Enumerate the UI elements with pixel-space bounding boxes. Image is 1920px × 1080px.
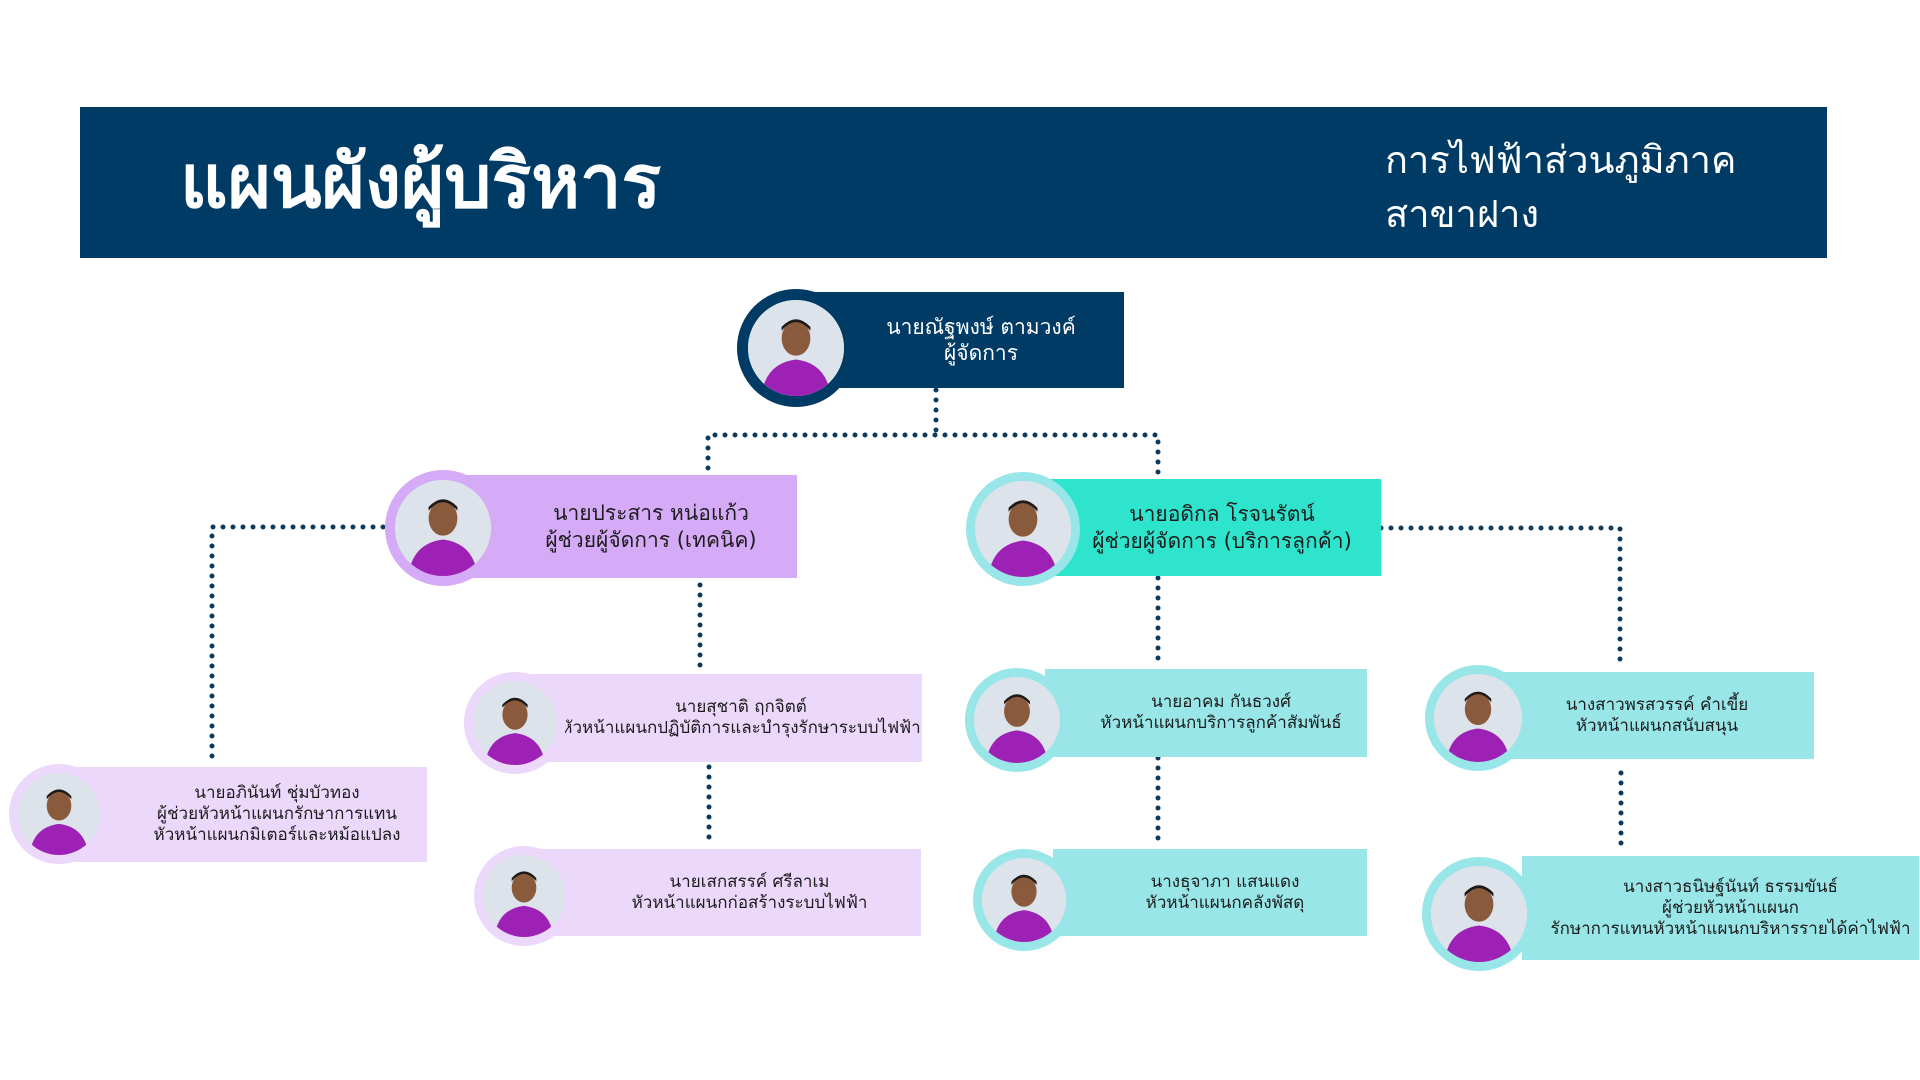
revenue-box: นางสาวธนิษฐ์นันท์ ธรรมขันธ์ ผู้ช่วยหัวหน… (1522, 856, 1919, 960)
assistant-technical-photo (385, 470, 501, 586)
person-silhouette-icon (974, 677, 1060, 763)
person-silhouette-icon (975, 481, 1071, 577)
meter-role-line-2: หัวหน้าแผนกมิเตอร์และหม้อแปลง (153, 825, 401, 845)
customer-relations-role: หัวหน้าแผนกบริการลูกค้าสัมพันธ์ (1100, 713, 1342, 733)
revenue-role-line-2: รักษาการแทนหัวหน้าแผนกบริหารรายได้ค่าไฟฟ… (1550, 918, 1911, 939)
support-photo (1425, 665, 1531, 771)
manager-photo (737, 289, 855, 407)
assistant-technical-box: นายประสาร หน่อแก้ว ผู้ช่วยผู้จัดการ (เทค… (455, 475, 797, 578)
operations-name: นายสุชาติ ฤกจิตต์ (675, 697, 807, 717)
operations-role: หัวหน้าแผนกปฏิบัติการและบำรุงรักษาระบบไฟ… (561, 718, 921, 738)
construction-name: นายเสกสรรค์ ศรีลาเม (669, 871, 830, 892)
title-banner: แผนผังผู้บริหาร การไฟฟ้าส่วนภูมิภาค สาขา… (80, 107, 1827, 258)
stores-box: นางธุจาภา แสนแดง หัวหน้าแผนกคลังพัสดุ (1053, 849, 1367, 936)
support-box: นางสาวพรสวรรค์ คำเขี้ย หัวหน้าแผนกสนับสน… (1480, 672, 1814, 759)
person-silhouette-icon (748, 300, 844, 396)
meter-role-line-1: ผู้ช่วยหัวหน้าแผนกรักษาการแทน (157, 804, 397, 824)
person-silhouette-icon (982, 858, 1066, 942)
stores-role: หัวหน้าแผนกคลังพัสดุ (1145, 892, 1305, 913)
page-title: แผนผังผู้บริหาร (180, 139, 662, 225)
connector-tech-to-meter (209, 524, 386, 760)
operations-box: นายสุชาติ ฤกจิตต์ หัวหน้าแผนกปฏิบัติการแ… (530, 674, 922, 762)
stores-photo (973, 849, 1075, 951)
organization-line-2: สาขาฝาง (1385, 192, 1540, 236)
customer-relations-photo (965, 668, 1069, 772)
assistant-service-photo (966, 472, 1080, 586)
manager-name: นายณัฐพงษ์ ตามวงค์ (886, 315, 1076, 339)
person-silhouette-icon (18, 773, 100, 855)
customer-relations-name: นายอาคม กันธวงศ์ (1151, 692, 1291, 712)
organization-line-1: การไฟฟ้าส่วนภูมิภาค (1385, 138, 1737, 182)
assistant-service-name: นายอดิกล โรจนรัตน์ (1129, 501, 1315, 526)
construction-role: หัวหน้าแผนกก่อสร้างระบบไฟฟ้า (631, 892, 868, 913)
manager-role: ผู้จัดการ (943, 341, 1019, 365)
assistant-technical-name: นายประสาร หน่อแก้ว (553, 500, 749, 525)
construction-box: นายเสกสรรค์ ศรีลาเม หัวหน้าแผนกก่อสร้างร… (538, 849, 921, 936)
revenue-name: นางสาวธนิษฐ์นันท์ ธรรมขันธ์ (1623, 876, 1838, 897)
connector-service-to-support (1378, 525, 1623, 670)
operations-photo (464, 672, 566, 774)
assistant-service-role: ผู้ช่วยผู้จัดการ (บริการลูกค้า) (1092, 528, 1352, 553)
support-name: นางสาวพรสวรรค์ คำเขี้ย (1565, 694, 1749, 715)
meter-box: นายอภินันท์ ชุ่มบัวทอง ผู้ช่วยหัวหน้าแผน… (67, 767, 427, 862)
person-silhouette-icon (483, 855, 565, 937)
revenue-role-line-1: ผู้ช่วยหัวหน้าแผนก (1662, 897, 1799, 918)
meter-name: นายอภินันท์ ชุ่มบัวทอง (194, 783, 360, 803)
person-silhouette-icon (1431, 866, 1527, 962)
assistant-service-box: นายอดิกล โรจนรัตน์ ผู้ช่วยผู้จัดการ (บริ… (1023, 479, 1381, 576)
assistant-technical-role: ผู้ช่วยผู้จัดการ (เทคนิค) (545, 527, 757, 552)
person-silhouette-icon (1434, 674, 1522, 762)
revenue-photo (1422, 857, 1536, 971)
organization-name: การไฟฟ้าส่วนภูมิภาค สาขาฝาง (1385, 133, 1736, 241)
person-silhouette-icon (473, 681, 557, 765)
person-silhouette-icon (395, 480, 491, 576)
construction-photo (474, 846, 574, 946)
stores-name: นางธุจาภา แสนแดง (1150, 871, 1300, 892)
connector-assistant-bar (705, 432, 1161, 479)
customer-relations-box: นายอาคม กันธวงศ์ หัวหน้าแผนกบริการลูกค้า… (1045, 669, 1367, 757)
manager-box: นายณัฐพงษ์ ตามวงค์ ผู้จัดการ (808, 292, 1124, 388)
support-role: หัวหน้าแผนกสนับสนุน (1575, 715, 1739, 736)
meter-photo (9, 764, 109, 864)
